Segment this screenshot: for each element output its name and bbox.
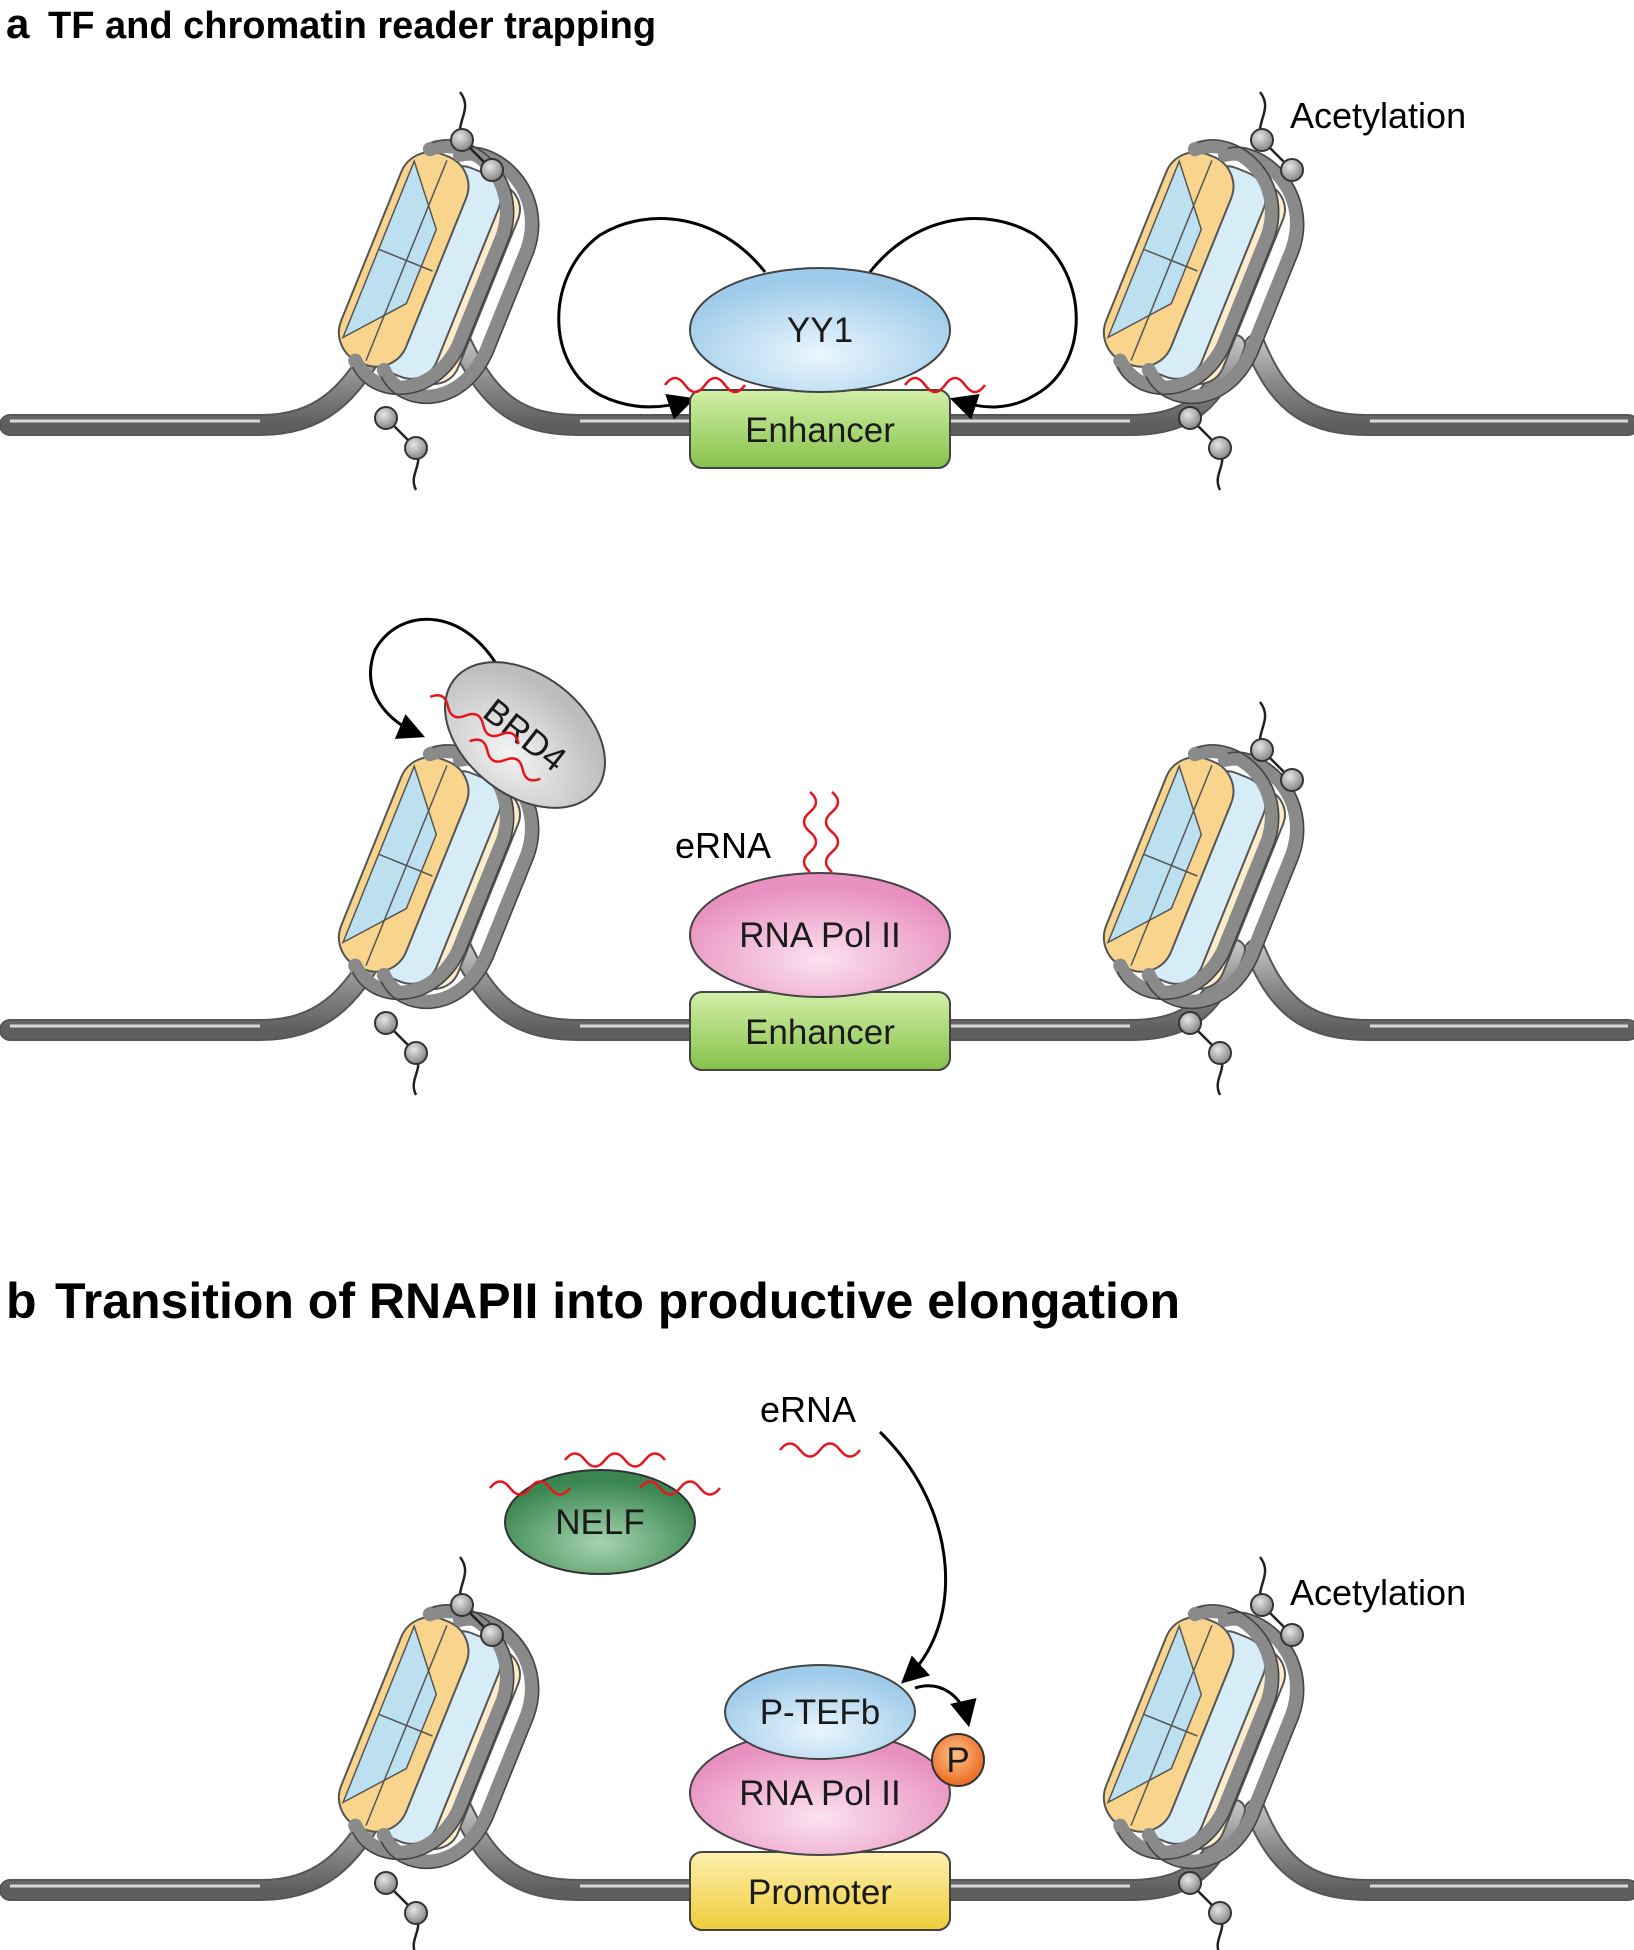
panel-a-letter: a — [6, 0, 30, 47]
rna-pol-ii-label: RNA Pol II — [739, 1774, 900, 1813]
erna-squiggle — [824, 791, 840, 873]
row2-schematic: BRD4 Enhancer RNA Pol II eRNA — [0, 617, 1634, 1097]
ptefb-protein — [724, 1664, 916, 1760]
rna-squiggle — [429, 694, 520, 745]
panel-b-letter: b — [6, 1273, 37, 1329]
phosphorylation-arrow — [914, 1684, 977, 1728]
acetyl-tail — [1177, 1870, 1233, 1950]
brd4-arrow — [369, 617, 507, 739]
erna-to-ptefb-arrow — [878, 1430, 948, 1684]
rna-pol-ii — [689, 872, 951, 998]
panel-a-title: TF and chromatin reader trapping — [48, 5, 656, 47]
ptefb-label: P-TEFb — [760, 1693, 881, 1732]
rna-pol-ii-label: RNA Pol II — [739, 916, 900, 955]
rna-squiggle — [564, 1452, 666, 1468]
rna-squiggle — [663, 376, 747, 394]
promoter-label: Promoter — [748, 1873, 892, 1912]
phosphate-label: P — [946, 1741, 969, 1780]
yy1-trap-arrow-left — [557, 217, 767, 420]
rna-squiggle — [469, 738, 541, 782]
rna-squiggle — [489, 1480, 571, 1496]
rna-squiggle — [903, 376, 987, 394]
acetyl-tail — [373, 405, 429, 492]
acetylation-label: Acetylation — [1290, 95, 1466, 136]
yy1-label: YY1 — [787, 311, 853, 350]
nelf-protein — [504, 1469, 696, 1575]
acetyl-tail — [1177, 1010, 1233, 1097]
brd4-protein — [444, 661, 606, 809]
enhancer-label: Enhancer — [745, 411, 895, 450]
yy1-trap-arrow-right — [868, 217, 1078, 420]
panel-b-title: Transition of RNAPII into productive elo… — [55, 1273, 1180, 1329]
phosphate-badge — [931, 1733, 985, 1787]
nelf-label: NELF — [555, 1503, 644, 1542]
panel-b: b Transition of RNAPII into productive e… — [0, 1273, 1634, 1950]
acetyl-tail — [373, 1010, 429, 1097]
erna-label: eRNA — [760, 1389, 856, 1430]
rna-squiggle — [639, 1480, 721, 1496]
yy1-protein — [689, 267, 951, 393]
erna-squiggle — [802, 791, 818, 873]
acetylation-label: Acetylation — [1290, 1572, 1466, 1613]
enhancer-label: Enhancer — [745, 1013, 895, 1052]
row1-schematic: Acetylation Enhancer YY1 — [0, 90, 1634, 492]
erna-label: eRNA — [675, 825, 771, 866]
erna-squiggle — [779, 1442, 861, 1458]
acetyl-tail — [1177, 405, 1233, 492]
acetyl-tail — [373, 1870, 429, 1950]
panel-a: a TF and chromatin reader trapping Acety… — [0, 0, 1634, 1097]
